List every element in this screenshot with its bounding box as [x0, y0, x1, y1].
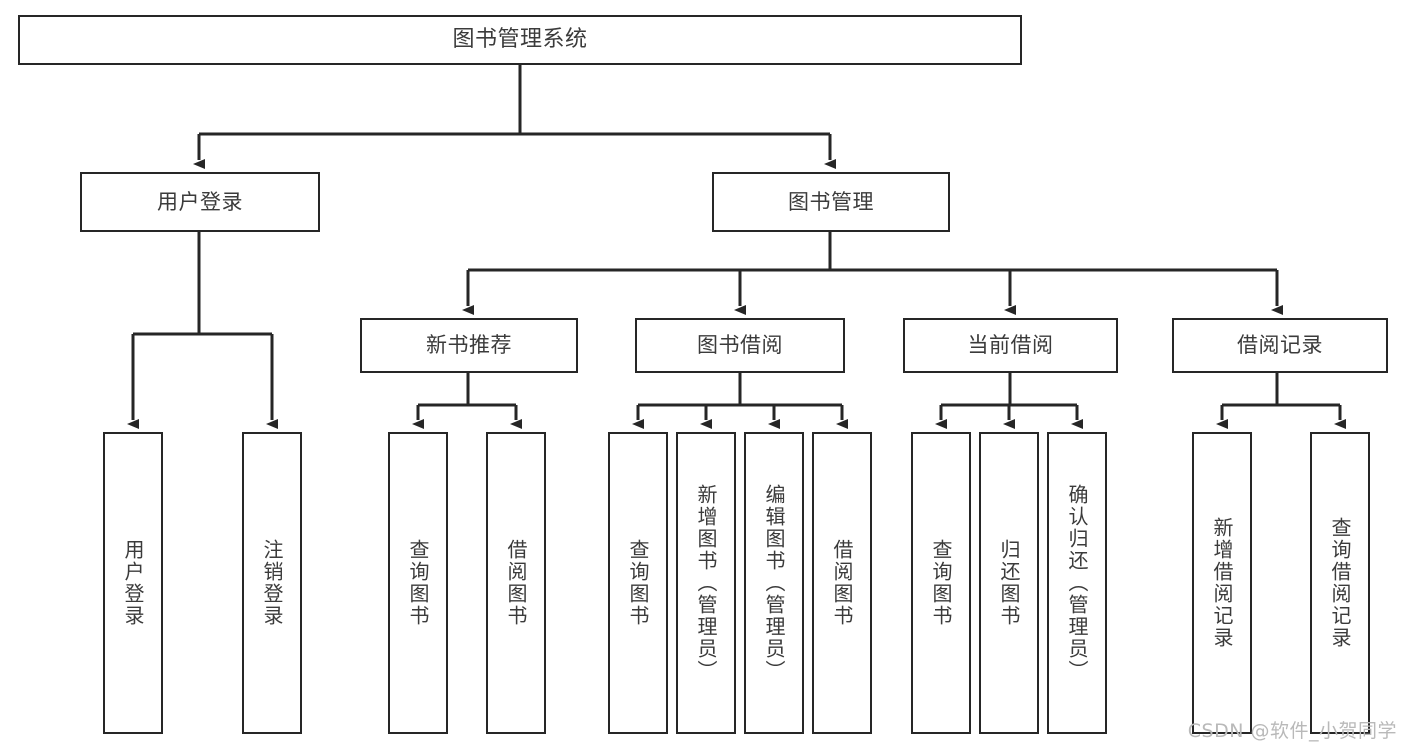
node-user-login-label: 用户登录	[157, 189, 243, 214]
leaf-book-borrow-2-label: 新增图书（管理员）	[694, 484, 718, 682]
node-book-borrow[interactable]: 图书借阅	[635, 318, 845, 373]
node-new-book-recommend-label: 新书推荐	[426, 333, 512, 357]
node-book-borrow-label: 图书借阅	[697, 333, 783, 357]
leaf-book-borrow-4[interactable]: 借阅图书	[812, 432, 872, 734]
leaf-borrow-record-1[interactable]: 新增借阅记录	[1192, 432, 1252, 734]
leaf-borrow-record-1-label: 新增借阅记录	[1210, 517, 1234, 649]
leaf-borrow-record-2[interactable]: 查询借阅记录	[1310, 432, 1370, 734]
node-book-manage-label: 图书管理	[788, 189, 874, 214]
leaf-new-book-1-label: 查询图书	[406, 539, 430, 627]
leaf-current-borrow-1[interactable]: 查询图书	[911, 432, 971, 734]
node-current-borrow[interactable]: 当前借阅	[903, 318, 1118, 373]
node-root-label: 图书管理系统	[452, 27, 588, 52]
node-borrow-record-label: 借阅记录	[1237, 333, 1323, 357]
leaf-user-login-2[interactable]: 注销登录	[242, 432, 302, 734]
leaf-book-borrow-4-label: 借阅图书	[830, 539, 854, 627]
leaf-book-borrow-3[interactable]: 编辑图书（管理员）	[744, 432, 804, 734]
leaf-book-borrow-2[interactable]: 新增图书（管理员）	[676, 432, 736, 734]
leaf-book-borrow-1[interactable]: 查询图书	[608, 432, 668, 734]
leaf-borrow-record-2-label: 查询借阅记录	[1328, 517, 1352, 649]
watermark-text: CSDN @软件_小贺同学	[1187, 720, 1397, 742]
leaf-new-book-2[interactable]: 借阅图书	[486, 432, 546, 734]
node-user-login[interactable]: 用户登录	[80, 172, 320, 232]
leaf-new-book-2-label: 借阅图书	[504, 539, 528, 627]
leaf-current-borrow-1-label: 查询图书	[929, 539, 953, 627]
leaf-current-borrow-2[interactable]: 归还图书	[979, 432, 1039, 734]
leaf-current-borrow-3[interactable]: 确认归还（管理员）	[1047, 432, 1107, 734]
node-book-manage[interactable]: 图书管理	[712, 172, 950, 232]
leaf-user-login-2-label: 注销登录	[260, 539, 284, 627]
leaf-book-borrow-1-label: 查询图书	[626, 539, 650, 627]
leaf-user-login-1-label: 用户登录	[121, 539, 145, 627]
node-borrow-record[interactable]: 借阅记录	[1172, 318, 1388, 373]
leaf-current-borrow-2-label: 归还图书	[997, 539, 1021, 627]
leaf-new-book-1[interactable]: 查询图书	[388, 432, 448, 734]
leaf-user-login-1[interactable]: 用户登录	[103, 432, 163, 734]
node-new-book-recommend[interactable]: 新书推荐	[360, 318, 578, 373]
leaf-book-borrow-3-label: 编辑图书（管理员）	[762, 484, 786, 682]
node-current-borrow-label: 当前借阅	[967, 333, 1054, 357]
node-root[interactable]: 图书管理系统	[18, 15, 1022, 65]
leaf-current-borrow-3-label: 确认归还（管理员）	[1065, 484, 1089, 682]
